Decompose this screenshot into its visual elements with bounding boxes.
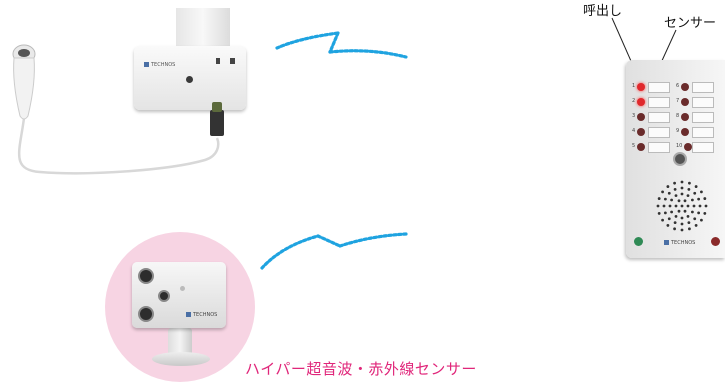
transmitter-logo: TECHNOS bbox=[144, 62, 175, 68]
sensor-caption: ハイパー超音波・赤外線センサー bbox=[245, 360, 477, 378]
channel-led bbox=[637, 128, 645, 136]
transmitter-unit: TECHNOS bbox=[134, 46, 246, 110]
channel-led bbox=[637, 143, 645, 151]
channel-number: 4 bbox=[632, 128, 636, 134]
sensor-lens-top bbox=[138, 268, 154, 284]
channel-led bbox=[637, 113, 645, 121]
channel-name-slot bbox=[692, 127, 714, 138]
channel-name-slot bbox=[648, 82, 670, 93]
channel-name-slot bbox=[648, 127, 670, 138]
panel-green-button bbox=[634, 237, 643, 246]
channel-number: 7 bbox=[676, 98, 680, 104]
call-label: 呼出し bbox=[583, 4, 623, 19]
channel-led bbox=[637, 83, 645, 91]
transmitter-button bbox=[186, 76, 193, 83]
channel-led bbox=[681, 128, 689, 136]
panel-logo: TECHNOS bbox=[664, 240, 695, 246]
sensor-label: センサー bbox=[664, 16, 717, 31]
sensor-logo: TECHNOS bbox=[186, 312, 217, 318]
pendant-switch-icon bbox=[12, 44, 36, 120]
channel-number: 5 bbox=[632, 143, 636, 149]
channel-led bbox=[681, 98, 689, 106]
sensor-lens-bottom bbox=[138, 306, 154, 322]
sensor-brand-text: TECHNOS bbox=[193, 312, 218, 318]
channel-led bbox=[684, 143, 692, 151]
transmitter-brand-text: TECHNOS bbox=[151, 62, 176, 68]
panel-red-button bbox=[711, 237, 720, 246]
panel-brand-text: TECHNOS bbox=[671, 240, 696, 246]
receiver-panel: 1 6 2 7 3 8 4 9 5 10 TECHNOS bbox=[626, 60, 725, 258]
panel-reset-button bbox=[673, 152, 687, 166]
channel-name-slot bbox=[648, 97, 670, 108]
channel-name-slot bbox=[648, 112, 670, 123]
battery-icon bbox=[230, 58, 235, 64]
sensor-lens-middle bbox=[158, 290, 170, 302]
channel-number: 3 bbox=[632, 113, 636, 119]
channel-led bbox=[637, 98, 645, 106]
channel-name-slot bbox=[692, 97, 714, 108]
channel-name-slot bbox=[648, 142, 670, 153]
channel-number: 9 bbox=[676, 128, 680, 134]
sensor-stand-base bbox=[152, 352, 210, 366]
channel-number: 8 bbox=[676, 113, 680, 119]
mic-icon bbox=[216, 58, 220, 64]
ultrasonic-infrared-sensor: TECHNOS bbox=[132, 262, 226, 328]
channel-name-slot bbox=[692, 112, 714, 123]
channel-number: 6 bbox=[676, 83, 680, 89]
sensor-indicator bbox=[180, 286, 185, 291]
channel-led bbox=[681, 83, 689, 91]
channel-name-slot bbox=[692, 82, 714, 93]
channel-led bbox=[681, 113, 689, 121]
speaker-grille-icon bbox=[656, 180, 708, 232]
channel-number: 1 bbox=[632, 83, 636, 89]
connector-plug bbox=[210, 102, 224, 136]
channel-name-slot bbox=[692, 142, 714, 153]
channel-number: 2 bbox=[632, 98, 636, 104]
channel-number: 10 bbox=[676, 143, 683, 149]
